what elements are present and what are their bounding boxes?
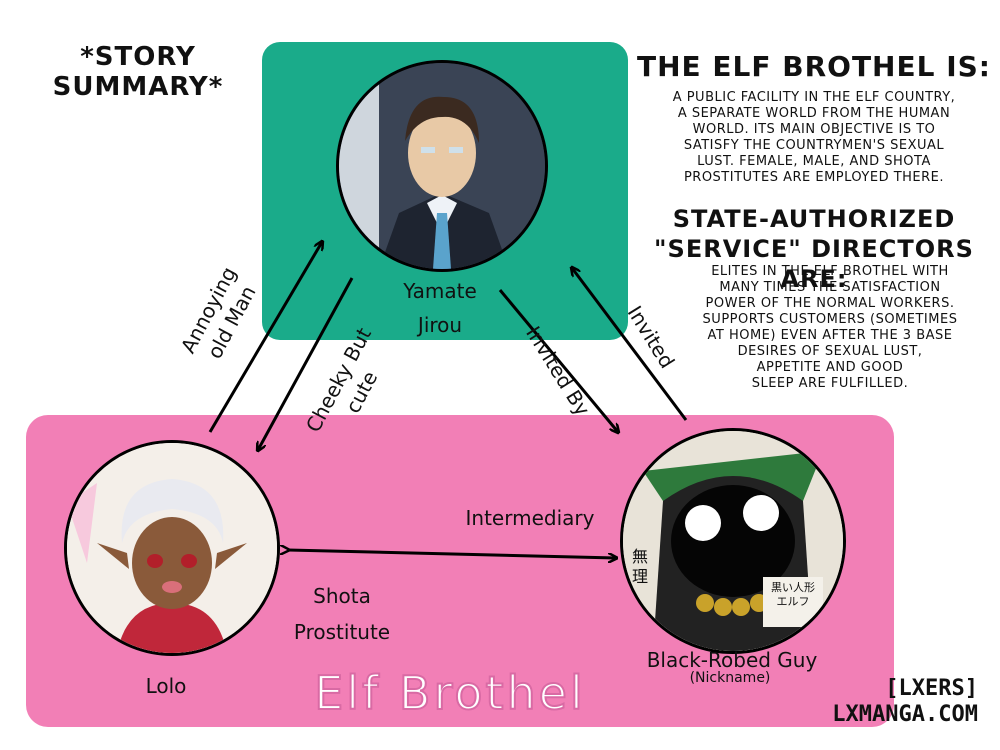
- lolo-name: Lolo: [145, 674, 187, 698]
- robed-kanji: 無 理: [631, 547, 648, 586]
- yamate-portrait: [336, 60, 548, 272]
- label-intermediary: Intermediary: [465, 506, 595, 530]
- story-summary-title: *STORY SUMMARY*: [52, 42, 224, 102]
- arrow-lolo-to-yamate: [208, 242, 322, 433]
- black-robed-guy-name: Black-Robed Guy: [646, 648, 818, 672]
- brothel-description: A PUBLIC FACILITY IN THE ELF COUNTRY, A …: [672, 90, 956, 185]
- directors-heading: STATE-AUTHORIZED "SERVICE" DIRECTORS ARE…: [654, 205, 974, 293]
- black-robed-guy-nickname: (Nickname): [689, 670, 771, 686]
- lolo-portrait: [64, 440, 280, 656]
- brothel-heading: THE ELF BROTHEL IS:: [637, 50, 991, 83]
- elf-brothel-label: Elf Brothel: [313, 665, 586, 721]
- arrow-yamate-to-robed: [498, 289, 618, 432]
- robed-sign: 黒い人形 エルフ: [771, 581, 815, 608]
- arrow-intermediary: [288, 550, 616, 558]
- arrow-robed-to-yamate: [572, 268, 688, 421]
- watermark: [LXERS] LXMANGA.COM: [832, 676, 978, 727]
- black-robed-guy-portrait: 無 理 黒い人形 エルフ: [620, 428, 846, 654]
- arrow-yamate-to-lolo: [258, 277, 354, 450]
- lolo-role: Shota Prostitute: [293, 584, 391, 644]
- directors-description: ELITES IN THE ELF BROTHEL WITH MANY TIME…: [702, 264, 958, 391]
- yamate-name: Yamate Jirou: [403, 279, 477, 337]
